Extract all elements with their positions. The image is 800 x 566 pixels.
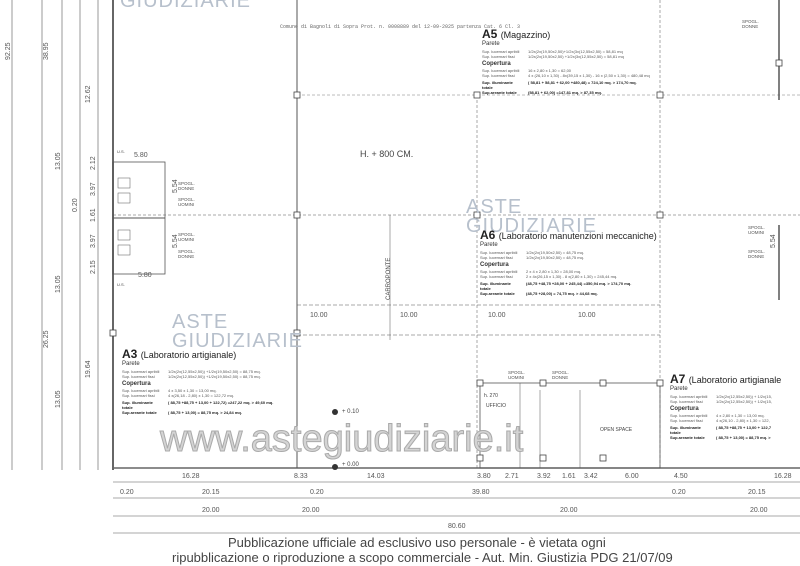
room-a3-info: A3 (Laboratorio artigianale) Parete Sup.… [122, 347, 274, 416]
dim-label: 1.61 [90, 208, 97, 222]
dim-label: 8.33 [294, 473, 308, 480]
open-space-label: OPEN SPACE [600, 427, 633, 433]
dim-label: 3.97 [90, 234, 97, 248]
dim-label: 20.00 [302, 507, 320, 514]
dim-label: 12.62 [85, 85, 92, 103]
dim-label: 16.28 [182, 473, 200, 480]
dim-label: 5.54 [172, 179, 179, 193]
crane-span: 10.00 [400, 312, 418, 319]
dim-label: 39.80 [472, 489, 490, 496]
locker-label: SPOGL.DONNE [178, 181, 195, 191]
elevation-label: + 0.00 [342, 462, 359, 468]
level-marker-icon [332, 464, 338, 470]
dim-label: 38.95 [43, 42, 50, 60]
locker-label: SPOGL.DONNE [552, 370, 569, 380]
locker-label: SPOGL.DONNE [742, 19, 759, 29]
dim-label: 3.80 [477, 473, 491, 480]
dim-label: 3.42 [584, 473, 598, 480]
dim-label: 0.20 [672, 489, 686, 496]
dim-label: 0.20 [310, 489, 324, 496]
level-marker-icon [332, 409, 338, 415]
dim-label: 16.28 [774, 473, 792, 480]
crane-span: 10.00 [578, 312, 596, 319]
watermark-url: www.astegiudiziarie.it [159, 418, 524, 460]
dim-label: 13.05 [55, 152, 62, 170]
dim-label: 2.15 [90, 260, 97, 274]
dim-label: 20.00 [560, 507, 578, 514]
exit-label: U.S. [117, 282, 125, 287]
locker-label: SPOGL.UOMINI [178, 197, 195, 207]
dim-label: 5.54 [172, 234, 179, 248]
dim-label: 5.80 [134, 152, 148, 159]
crane-span: 10.00 [310, 312, 328, 319]
height-note: H. + 800 CM. [360, 149, 414, 159]
dim-label: 14.03 [367, 473, 385, 480]
locker-label: SPOGL.UOMINI [178, 232, 195, 242]
legal-notice-line1: Pubblicazione ufficiale ad esclusivo uso… [228, 535, 606, 550]
dim-label: 20.00 [202, 507, 220, 514]
dim-label: 5.54 [770, 234, 777, 248]
dim-label: 2.71 [505, 473, 519, 480]
dim-label: 13.05 [55, 390, 62, 408]
pillars [109, 59, 783, 462]
dim-label: 20.15 [748, 489, 766, 496]
elevation-label: + 0.10 [342, 409, 359, 415]
room-a6-info: A6 (Laboratorio manutenzioni meccaniche)… [480, 228, 657, 297]
crane-span: 10.00 [488, 312, 506, 319]
room-a5-info: A5 (Magazzino) Parete Sup. lucernari apr… [482, 27, 650, 96]
dim-label: 26.25 [43, 330, 50, 348]
protocol-stamp: Comune di Bagnoli di Sopra Prot. n. 0008… [280, 24, 521, 30]
dim-label: 92.25 [5, 42, 12, 60]
dim-label: 2.12 [90, 156, 97, 170]
dim-label: 3.97 [90, 182, 97, 196]
legal-notice-line2: ripubblicazione o riproduzione a scopo c… [172, 550, 673, 565]
dim-label: 0.20 [120, 489, 134, 496]
locker-label: SPOGL.UOMINI [748, 225, 765, 235]
watermark-logo: GIUDIZIARIE [120, 0, 252, 12]
dim-label: 20.00 [750, 507, 768, 514]
dim-label: 20.15 [202, 489, 220, 496]
dim-label: 1.61 [562, 473, 576, 480]
locker-label: SPOGL.UOMINI [508, 370, 525, 380]
office-label: UFFICIO [486, 403, 506, 409]
dim-label: 6.00 [625, 473, 639, 480]
office-block [479, 382, 661, 469]
dim-label: 4.50 [674, 473, 688, 480]
room-a7-info: A7 (Laboratorio artigianale Parete Sup. … [670, 373, 782, 441]
office-height: h. 270 [484, 393, 498, 399]
locker-label: SPOGL.DONNE [178, 249, 195, 259]
dim-label: 80.60 [448, 523, 466, 530]
exit-label: U.S. [117, 149, 125, 154]
crane-label: CARROPONTE [386, 257, 392, 300]
dim-label: 13.05 [55, 275, 62, 293]
dim-label: 19.64 [85, 360, 92, 378]
dim-label: 5.80 [138, 272, 152, 279]
locker-label: SPOGL.DONNE [748, 249, 765, 259]
dim-label: 0.20 [72, 198, 79, 212]
dim-label: 3.92 [537, 473, 551, 480]
